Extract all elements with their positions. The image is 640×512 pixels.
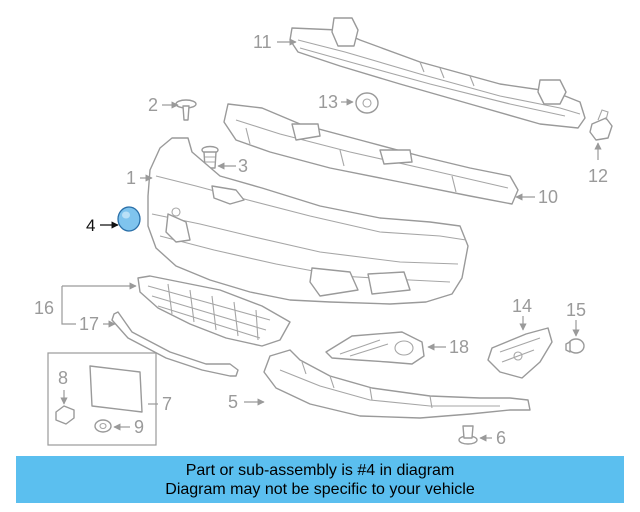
callout-3: 3: [238, 156, 248, 176]
callout-1: 1: [126, 168, 136, 188]
bracket-part-14: [487, 327, 553, 379]
callout-18: 18: [449, 337, 469, 357]
callout-10: 10: [538, 187, 558, 207]
lower-valance-part-5: [263, 349, 531, 419]
license-bracket-group-7: [47, 352, 157, 446]
grille-part-16: [137, 275, 291, 347]
parts-diagram: 11 13 2 3 1 4 12 10 14 15 16 17 18 8 7 5…: [34, 17, 613, 448]
washer-part-13: [355, 92, 379, 114]
callout-14: 14: [512, 296, 532, 316]
callout-6: 6: [496, 428, 506, 448]
callout-13: 13: [318, 92, 338, 112]
screw-part-8: [55, 405, 75, 425]
callout-9: 9: [134, 417, 144, 437]
highlighted-part-4: [117, 206, 141, 232]
impact-bar-part-11: [289, 17, 586, 129]
info-banner: Part or sub-assembly is #4 in diagram Di…: [16, 456, 624, 503]
callout-11: 11: [253, 32, 272, 52]
fog-bezel-part-18: [325, 331, 425, 365]
banner-line-disclaimer: Diagram may not be specific to your vehi…: [165, 480, 475, 498]
leader-lines: [60, 38, 602, 442]
bolt-part-6: [458, 425, 478, 445]
bumper-cover-part-1: [147, 137, 469, 305]
callout-5: 5: [228, 392, 238, 412]
callout-17: 17: [79, 314, 99, 334]
clip-part-15: [565, 338, 585, 354]
nut-part-9: [94, 419, 112, 433]
clip-part-12: [589, 109, 613, 141]
callout-4: 4: [86, 216, 95, 235]
banner-line-part-number: Part or sub-assembly is #4 in diagram: [185, 461, 455, 479]
callout-2: 2: [148, 95, 158, 115]
trim-strip-part-17: [111, 311, 239, 377]
callout-16: 16: [34, 298, 54, 318]
bolt-part-3: [201, 145, 219, 169]
callout-7: 7: [162, 394, 172, 414]
callout-12: 12: [588, 166, 608, 186]
energy-absorber-part-10: [223, 103, 519, 205]
callout-labels: 11 13 2 3 1 4 12 10 14 15 16 17 18 8 7 5…: [34, 32, 608, 448]
callout-8: 8: [58, 368, 68, 388]
push-pin-part-2: [175, 99, 197, 121]
callout-15: 15: [566, 300, 586, 320]
